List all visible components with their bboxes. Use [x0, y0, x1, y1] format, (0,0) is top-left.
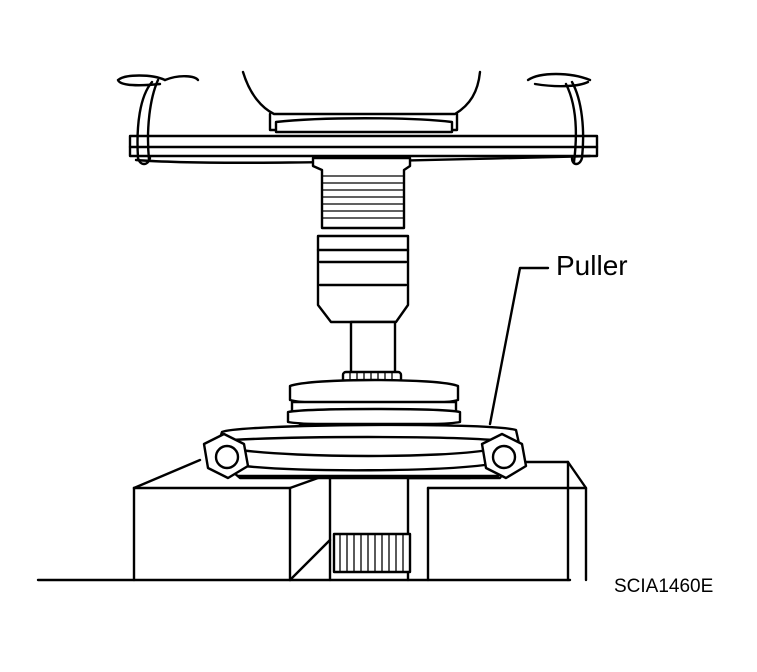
press-ram — [241, 70, 482, 116]
puller-label: Puller — [556, 250, 628, 281]
threaded-spindle — [311, 156, 412, 230]
puller-leader-line — [488, 266, 550, 426]
right-clamp — [526, 72, 592, 88]
lower-gear — [332, 532, 412, 574]
figure-code: SCIA1460E — [614, 576, 714, 597]
socket-body — [316, 234, 410, 324]
puller-plate — [202, 423, 528, 480]
bearing-assembly — [286, 370, 462, 438]
shaft — [349, 320, 397, 377]
